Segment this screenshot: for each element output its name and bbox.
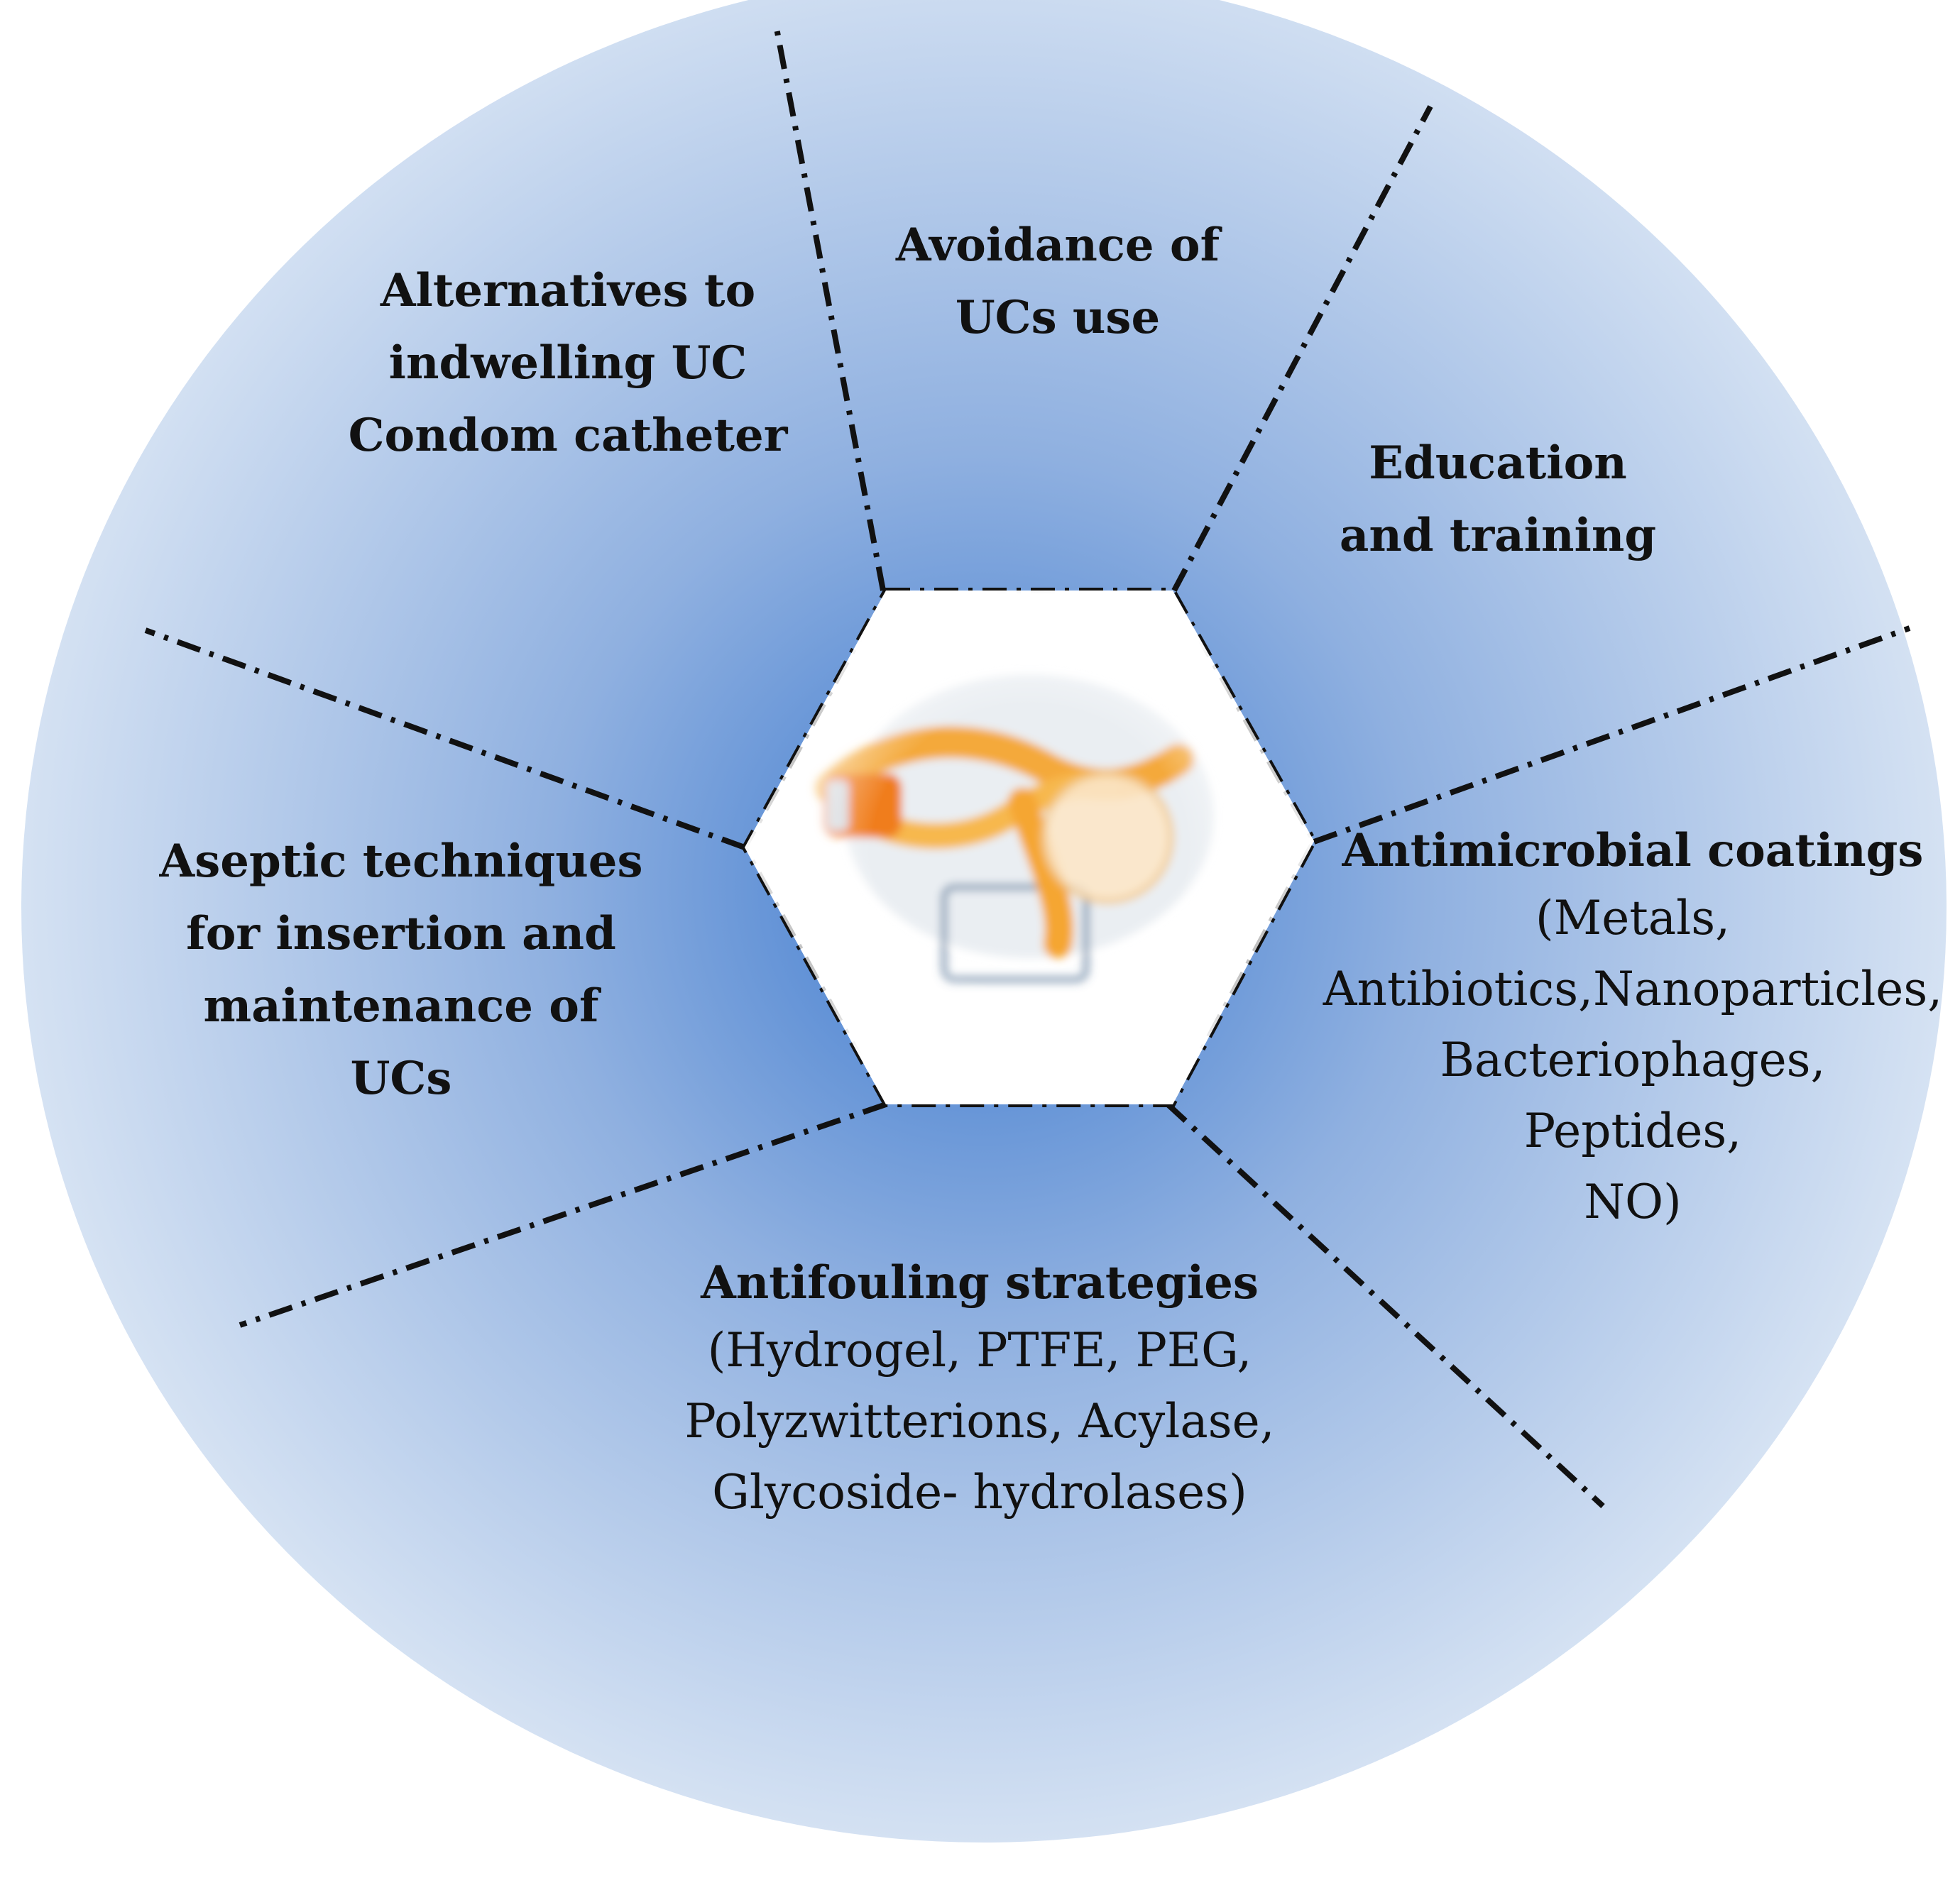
sector-heading-line: for insertion and (186, 907, 616, 960)
sector-heading-line: UCs use (955, 291, 1161, 344)
divider-line (1171, 105, 1433, 592)
sector-heading-line: Education (1369, 436, 1627, 490)
sector-detail-line: Bacteriophages, (1440, 1033, 1826, 1087)
sector-antimicrobial: Antimicrobial coatings (Metals, Antibiot… (1320, 828, 1945, 1250)
sector-heading-line: Alternatives to (380, 264, 756, 317)
sector-heading-line: Antimicrobial coatings (1342, 824, 1924, 877)
sector-heading-line: Aseptic techniques (159, 835, 643, 888)
sector-heading-line: Avoidance of (895, 219, 1220, 272)
divider-line (1166, 1102, 1605, 1508)
sector-avoidance: Avoidance of UCs use (838, 223, 1278, 368)
sector-detail-line: NO) (1584, 1175, 1682, 1229)
sector-antifouling: Antifouling strategies (Hydrogel, PTFE, … (639, 1261, 1320, 1540)
urinary-catheter-image (745, 591, 1314, 1104)
sector-detail-line: Antibiotics,Nanoparticles, (1323, 962, 1943, 1016)
sector-aseptic: Aseptic techniques for insertion and mai… (156, 839, 646, 1129)
sector-heading-line: Condom catheter (348, 409, 788, 462)
sector-detail-line: Polyzwitterions, Acylase, (684, 1394, 1275, 1449)
sector-heading-line: UCs (350, 1052, 452, 1105)
sector-education: Education and training (1292, 441, 1704, 586)
divider-line (1313, 625, 1911, 845)
sector-detail-line: (Hydrogel, PTFE, PEG, (707, 1323, 1252, 1378)
divider-line (144, 627, 746, 850)
sector-detail-line: Peptides, (1523, 1104, 1742, 1158)
sector-heading-line: and training (1339, 509, 1657, 562)
sector-alternatives: Alternatives to indwelling UC Condom cat… (327, 268, 809, 485)
divider-line (239, 1102, 887, 1328)
sector-heading-line: maintenance of (203, 979, 599, 1033)
sector-detail-line: Glycoside- hydrolases) (712, 1465, 1247, 1520)
sector-dividers (144, 28, 1911, 1508)
sector-heading-line: Antifouling strategies (701, 1256, 1259, 1309)
sector-detail-line: (Metals, (1535, 891, 1731, 945)
sector-heading-line: indwelling UC (388, 336, 748, 390)
